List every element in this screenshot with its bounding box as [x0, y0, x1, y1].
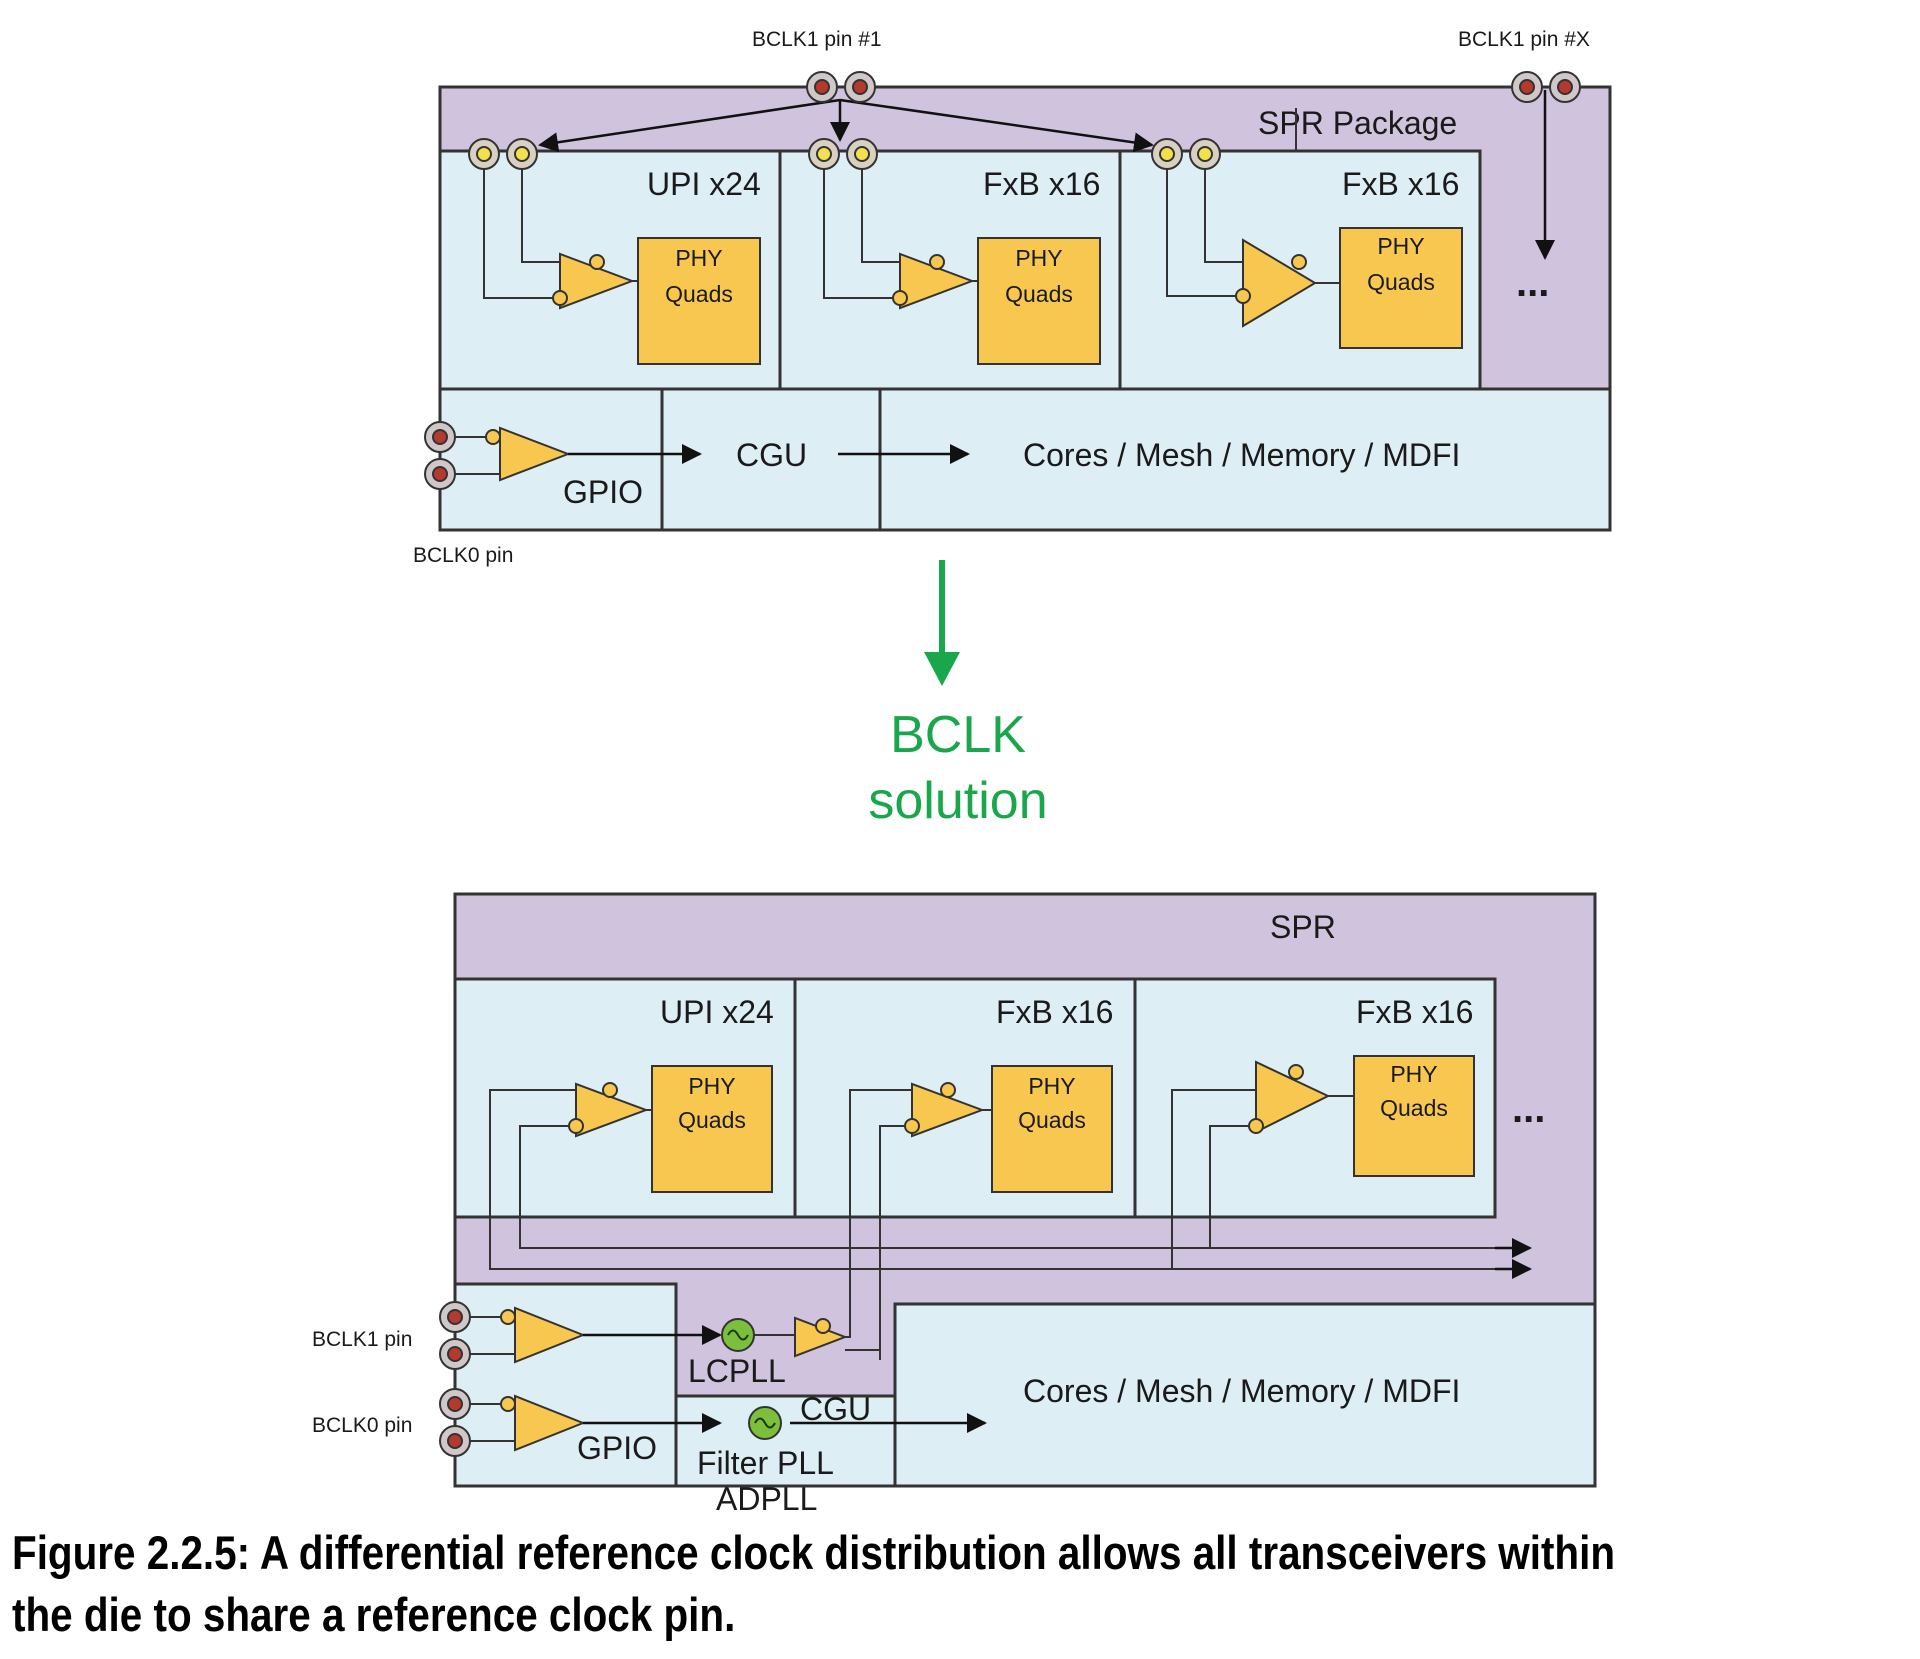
bottom-phy-2: [991, 1065, 1113, 1193]
bottom-cores-label: Cores / Mesh / Memory / MDFI: [1023, 1373, 1460, 1409]
top-block-upi-label: UPI x24: [647, 166, 761, 202]
top-cgu-label: CGU: [736, 437, 807, 473]
bottom-lcpll-label: LCPLL: [688, 1353, 786, 1389]
top-phy-2-line1: PHY: [1015, 245, 1062, 271]
bottom-phy-2-line1: PHY: [1028, 1073, 1075, 1099]
bottom-bclk0-pin-label: BCLK0 pin: [312, 1414, 412, 1437]
bottom-block-fxb-2-label: FxB x16: [1356, 994, 1473, 1030]
top-bclk1-pinx-label: BCLK1 pin #X: [1458, 28, 1590, 51]
bottom-package-label: SPR: [1270, 909, 1336, 945]
bottom-bclk1-pin-label: BCLK1 pin: [312, 1328, 412, 1351]
top-phy-1-line1: PHY: [675, 245, 722, 271]
top-phy-2: [977, 237, 1101, 365]
figure-caption: Figure 2.2.5: A differential reference c…: [12, 1526, 1616, 1641]
bottom-phy-1-line1: PHY: [688, 1073, 735, 1099]
lcpll-icon: [721, 1318, 755, 1352]
bottom-block-upi-label: UPI x24: [660, 994, 774, 1030]
top-phy-1: [637, 237, 761, 365]
top-block-fxb-2-label: FxB x16: [1342, 166, 1459, 202]
top-block-fxb-1-label: FxB x16: [983, 166, 1100, 202]
top-gpio-label: GPIO: [563, 474, 643, 510]
bottom-ellipsis: ...: [1512, 1087, 1545, 1131]
top-phy-3-line1: PHY: [1377, 233, 1424, 259]
top-cores-label: Cores / Mesh / Memory / MDFI: [1023, 437, 1460, 473]
bottom-cgu-label: CGU: [800, 1391, 871, 1427]
bottom-phy-3-line2: Quads: [1380, 1095, 1448, 1121]
bottom-diagram: SPR UPI x24 FxB x16 FxB x16 PHY Quads PH…: [312, 892, 1597, 1517]
bclk-solution-arrow: [924, 560, 960, 686]
bottom-adpll-label: ADPLL: [716, 1481, 817, 1517]
top-phy-2-line2: Quads: [1005, 281, 1073, 307]
bottom-gpio-label: GPIO: [577, 1430, 657, 1466]
bottom-phy-1: [651, 1065, 773, 1193]
bclk-solution-line2: solution: [868, 772, 1047, 830]
bottom-phy-3-line1: PHY: [1390, 1061, 1437, 1087]
top-phy-1-line2: Quads: [665, 281, 733, 307]
bottom-filter-pll-label: Filter PLL: [697, 1445, 834, 1481]
bottom-phy-3: [1353, 1055, 1475, 1177]
top-phy-3: [1339, 227, 1463, 349]
bottom-cores-block: [893, 1302, 1597, 1488]
bclk-solution-line1: BCLK: [890, 706, 1026, 764]
top-cores-block: [878, 387, 1612, 532]
top-bclk0-pin-label: BCLK0 pin: [413, 544, 513, 567]
top-diagram: SPR Package UPI x24 FxB x16 FxB x16 PHY …: [413, 28, 1612, 567]
bottom-block-fxb-1-label: FxB x16: [996, 994, 1113, 1030]
top-bclk1-pin1-label: BCLK1 pin #1: [752, 28, 882, 51]
bottom-phy-2-line2: Quads: [1018, 1107, 1086, 1133]
top-phy-3-line2: Quads: [1367, 269, 1435, 295]
adpll-icon: [748, 1406, 782, 1440]
top-ellipsis: ...: [1516, 261, 1549, 305]
top-package-label: SPR Package: [1258, 105, 1457, 141]
bottom-phy-1-line2: Quads: [678, 1107, 746, 1133]
